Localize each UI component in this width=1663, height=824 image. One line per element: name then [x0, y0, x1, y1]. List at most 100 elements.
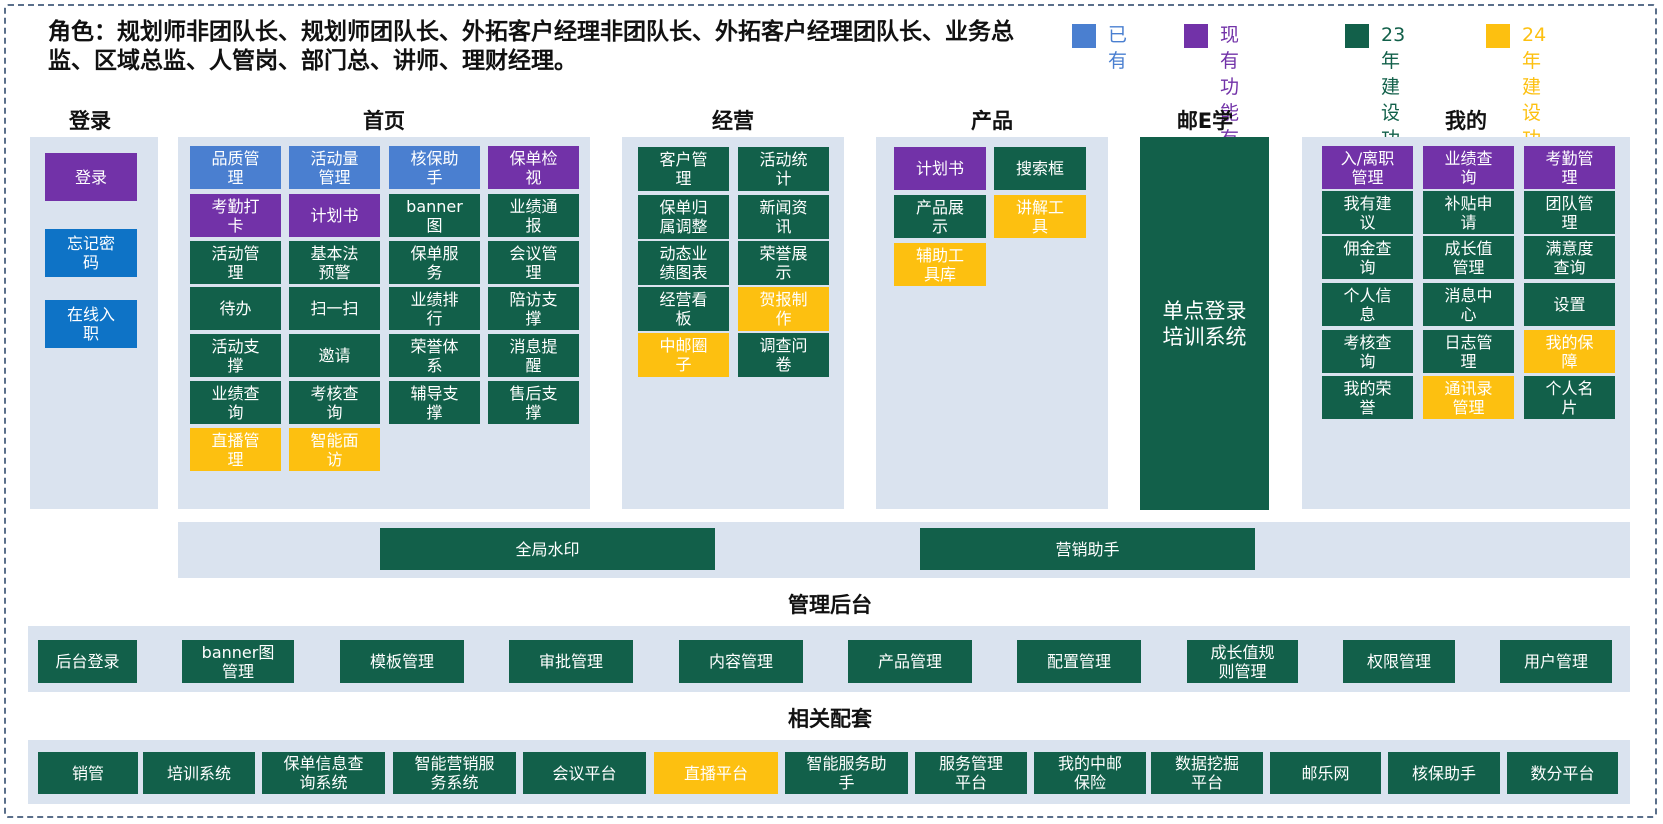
legend-swatch [1486, 24, 1510, 48]
box-home-3: 核保助 手 [389, 146, 480, 189]
section-title-login: 登录 [69, 109, 111, 133]
box-home-4: 保单检 视 [488, 146, 579, 189]
box-login: 登录 [45, 153, 137, 201]
box-support-7: 智能服务助 手 [785, 752, 908, 794]
box-admin-6: 产品管理 [848, 640, 972, 683]
box-support-8: 服务管理 平台 [915, 752, 1027, 794]
box-global-watermark: 全局水印 [380, 528, 715, 570]
box-home-9: 活动管 理 [190, 241, 281, 284]
box-support-1: 销管 [38, 752, 138, 794]
legend-swatch [1345, 24, 1369, 48]
roles-text: 角色：规划师非团队长、规划师团队长、外拓客户经理非团队长、外拓客户经理团队长、业… [48, 19, 1014, 74]
box-mine-10: 个人信 息 [1322, 283, 1413, 326]
box-product-5: 辅助工 具库 [894, 243, 986, 286]
box-operation-8: 贺报制 作 [738, 287, 829, 331]
box-mine-17: 通讯录 管理 [1423, 376, 1514, 419]
panel-product [876, 137, 1108, 509]
box-home-1: 品质管 理 [190, 146, 281, 189]
box-admin-4: 审批管理 [509, 640, 633, 683]
box-support-2: 培训系统 [143, 752, 255, 794]
box-home-19: 荣誉体 系 [389, 334, 480, 377]
box-admin-3: 模板管理 [340, 640, 464, 683]
box-mine-13: 考核查 询 [1322, 330, 1413, 373]
box-operation-4: 新闻资 讯 [738, 195, 829, 239]
box-mine-9: 满意度 查询 [1524, 236, 1615, 279]
box-home-24: 售后支 撑 [488, 381, 579, 424]
box-home-12: 会议管 理 [488, 241, 579, 284]
box-support-12: 核保助手 [1388, 752, 1500, 794]
box-mine-16: 我的荣 誉 [1322, 376, 1413, 419]
box-admin-1: 后台登录 [38, 640, 137, 683]
box-home-8: 业绩通 报 [488, 194, 579, 237]
box-operation-3: 保单归 属调整 [638, 195, 729, 239]
box-operation-7: 经营看 板 [638, 287, 729, 331]
box-admin-2: banner图 管理 [182, 640, 294, 683]
section-title-support: 相关配套 [788, 707, 872, 731]
box-operation-9: 中邮圈 子 [638, 333, 729, 377]
box-admin-5: 内容管理 [679, 640, 803, 683]
box-mine-6: 团队管 理 [1524, 191, 1615, 234]
box-mine-2: 业绩查 询 [1423, 146, 1514, 189]
section-title-home: 首页 [363, 109, 405, 133]
box-home-25: 直播管 理 [190, 428, 281, 471]
box-operation-1: 客户管 理 [638, 147, 729, 191]
box-marketing-assistant: 营销助手 [920, 528, 1255, 570]
box-mine-8: 成长值 管理 [1423, 236, 1514, 279]
box-home-15: 业绩排 行 [389, 287, 480, 330]
box-home-17: 活动支 撑 [190, 334, 281, 377]
box-mine-4: 我有建 议 [1322, 191, 1413, 234]
box-home-20: 消息提 醒 [488, 334, 579, 377]
box-support-9: 我的中邮 保险 [1034, 752, 1146, 794]
box-mine-7: 佣金查 询 [1322, 236, 1413, 279]
box-home-10: 基本法 预警 [289, 241, 380, 284]
section-title-admin: 管理后台 [788, 593, 872, 617]
box-mine-1: 入/离职 管理 [1322, 146, 1413, 189]
box-home-11: 保单服 务 [389, 241, 480, 284]
box-elearn-sso: 单点登录 培训系统 [1140, 137, 1269, 510]
box-support-4: 智能营销服 务系统 [393, 752, 516, 794]
box-support-11: 邮乐网 [1270, 752, 1381, 794]
section-title-operation: 经营 [712, 109, 754, 133]
box-home-22: 考核查 询 [289, 381, 380, 424]
box-home-23: 辅导支 撑 [389, 381, 480, 424]
box-product-1: 计划书 [894, 147, 986, 190]
legend-swatch [1072, 24, 1096, 48]
box-support-10: 数据挖掘 平台 [1151, 752, 1263, 794]
box-home-18: 邀请 [289, 334, 380, 377]
box-mine-18: 个人名 片 [1524, 376, 1615, 419]
box-admin-10: 用户管理 [1500, 640, 1612, 683]
box-product-4: 讲解工 具 [994, 195, 1086, 238]
box-home-14: 扫一扫 [289, 287, 380, 330]
box-home-21: 业绩查 询 [190, 381, 281, 424]
box-operation-2: 活动统 计 [738, 147, 829, 191]
box-admin-7: 配置管理 [1017, 640, 1141, 683]
box-support-6: 直播平台 [654, 752, 778, 794]
box-mine-5: 补贴申 请 [1423, 191, 1514, 234]
box-operation-5: 动态业 绩图表 [638, 241, 729, 285]
section-title-elearn: 邮E学 [1176, 109, 1234, 133]
box-support-3: 保单信息查 询系统 [262, 752, 385, 794]
box-operation-10: 调查问 卷 [738, 333, 829, 377]
box-support-13: 数分平台 [1507, 752, 1618, 794]
box-mine-12: 设置 [1524, 283, 1615, 326]
box-mine-15: 我的保 障 [1524, 330, 1615, 373]
box-support-5: 会议平台 [523, 752, 646, 794]
box-home-7: banner 图 [389, 194, 480, 237]
box-home-13: 待办 [190, 287, 281, 330]
box-online-onboarding: 在线入 职 [45, 300, 137, 348]
box-forgot-password: 忘记密 码 [45, 229, 137, 277]
box-mine-3: 考勤管 理 [1524, 146, 1615, 189]
box-home-26: 智能面 访 [289, 428, 380, 471]
legend-label: 已有 [1108, 24, 1128, 72]
box-mine-14: 日志管 理 [1423, 330, 1514, 373]
section-title-product: 产品 [971, 109, 1013, 133]
box-mine-11: 消息中 心 [1423, 283, 1514, 326]
diagram-frame [4, 4, 1657, 818]
box-product-3: 产品展 示 [894, 195, 986, 238]
box-product-2: 搜索框 [994, 147, 1086, 190]
legend-swatch [1184, 24, 1208, 48]
box-home-5: 考勤打 卡 [190, 194, 281, 237]
box-home-2: 活动量 管理 [289, 146, 380, 189]
section-title-mine: 我的 [1445, 109, 1487, 133]
box-home-6: 计划书 [289, 194, 380, 237]
